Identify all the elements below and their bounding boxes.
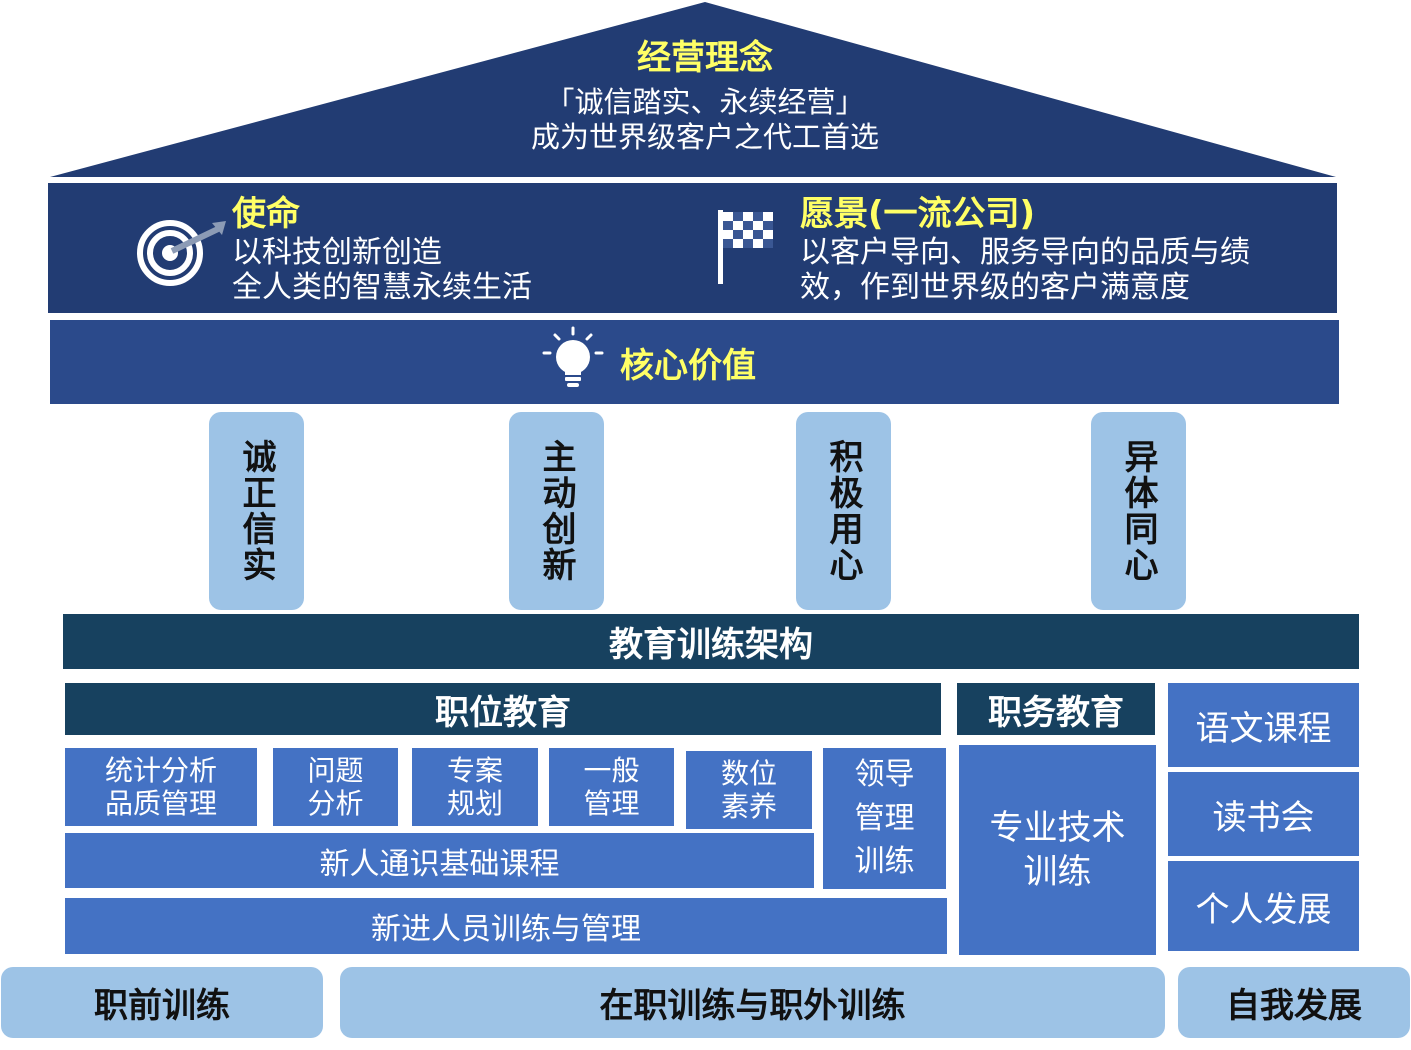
core-values-band <box>50 320 1339 404</box>
pillar-label: 异体同心 <box>1118 439 1158 583</box>
foundation-on-off-job: 在职训练与职外训练 <box>340 967 1165 1038</box>
course-line: 一般 <box>583 753 640 787</box>
pillar-unity: 异体同心 <box>1091 412 1186 610</box>
core-values-title: 核心价值 <box>620 346 756 386</box>
roof-shape <box>50 2 1336 177</box>
course-line: 管理 <box>854 800 915 836</box>
course-line: 专案 <box>446 753 503 787</box>
course-line: 专业技术 <box>989 807 1126 848</box>
course-line: 数位 <box>720 756 777 790</box>
mission-vision-band <box>48 183 1337 313</box>
duty-education-header: 职务教育 <box>957 683 1155 735</box>
course-line: 统计分析 <box>104 753 217 787</box>
foundation-pre-job: 职前训练 <box>1 967 323 1038</box>
foundation-self-development: 自我发展 <box>1178 967 1410 1038</box>
target-icon <box>137 220 226 286</box>
pillar-label: 诚正信实 <box>236 439 276 583</box>
training-framework-header: 教育训练架构 <box>63 614 1359 669</box>
course-statistics-quality: 统计分析 品质管理 <box>65 748 257 826</box>
course-line: 品质管理 <box>104 787 217 820</box>
pillar-initiative: 主动创新 <box>509 412 604 610</box>
mission-line-1: 以科技创新创造 <box>232 235 442 270</box>
course-newcomer-basic: 新人通识基础课程 <box>65 833 814 888</box>
position-education-header: 职位教育 <box>65 683 941 735</box>
vision-line-1: 以客户导向、服务导向的品质与绩 <box>800 235 1250 270</box>
course-line: 分析 <box>307 787 364 820</box>
course-language: 语文课程 <box>1168 683 1359 767</box>
course-line: 训练 <box>854 844 915 880</box>
philosophy-line-1: 「诚信踏实、永续经营」 <box>545 85 865 120</box>
course-new-staff-training: 新进人员训练与管理 <box>65 898 947 954</box>
course-professional-technical: 专业技术 训练 <box>959 745 1156 955</box>
course-problem-analysis: 问题 分析 <box>273 748 398 826</box>
mission-text: 以科技创新创造 全人类的智慧永续生活 <box>232 235 632 306</box>
course-leadership-management: 领导 管理 训练 <box>823 748 946 889</box>
lightbulb-icon <box>542 326 604 387</box>
course-line: 规划 <box>446 787 503 820</box>
mission-title: 使命 <box>232 194 300 234</box>
checkered-flag-icon <box>718 210 773 284</box>
course-line: 问题 <box>307 753 364 787</box>
course-reading-club: 读书会 <box>1168 772 1359 856</box>
course-line: 素养 <box>720 790 777 823</box>
course-line: 训练 <box>1023 852 1092 892</box>
vision-title: 愿景(一流公司) <box>800 194 1036 234</box>
course-personal-development: 个人发展 <box>1168 861 1359 951</box>
vision-text: 以客户导向、服务导向的品质与绩 效，作到世界级的客户满意度 <box>800 235 1320 306</box>
philosophy-line-2: 成为世界级客户之代工首选 <box>530 119 879 154</box>
course-digital-literacy: 数位 素养 <box>686 751 812 829</box>
course-project-planning: 专案 规划 <box>412 748 538 826</box>
philosophy-title: 经营理念 <box>637 38 773 79</box>
course-line: 管理 <box>583 787 640 820</box>
pillar-dedication: 积极用心 <box>796 412 891 610</box>
mission-line-2: 全人类的智慧永续生活 <box>232 270 532 306</box>
pillar-label: 积极用心 <box>823 439 863 583</box>
vision-line-2: 效，作到世界级的客户满意度 <box>800 270 1190 306</box>
pillar-label: 主动创新 <box>536 439 576 583</box>
course-line: 领导 <box>854 757 915 793</box>
pillar-integrity: 诚正信实 <box>209 412 304 610</box>
course-general-management: 一般 管理 <box>549 748 674 826</box>
business-philosophy: 经营理念 「诚信踏实、永续经营」 成为世界级客户之代工首选 <box>400 22 1010 162</box>
